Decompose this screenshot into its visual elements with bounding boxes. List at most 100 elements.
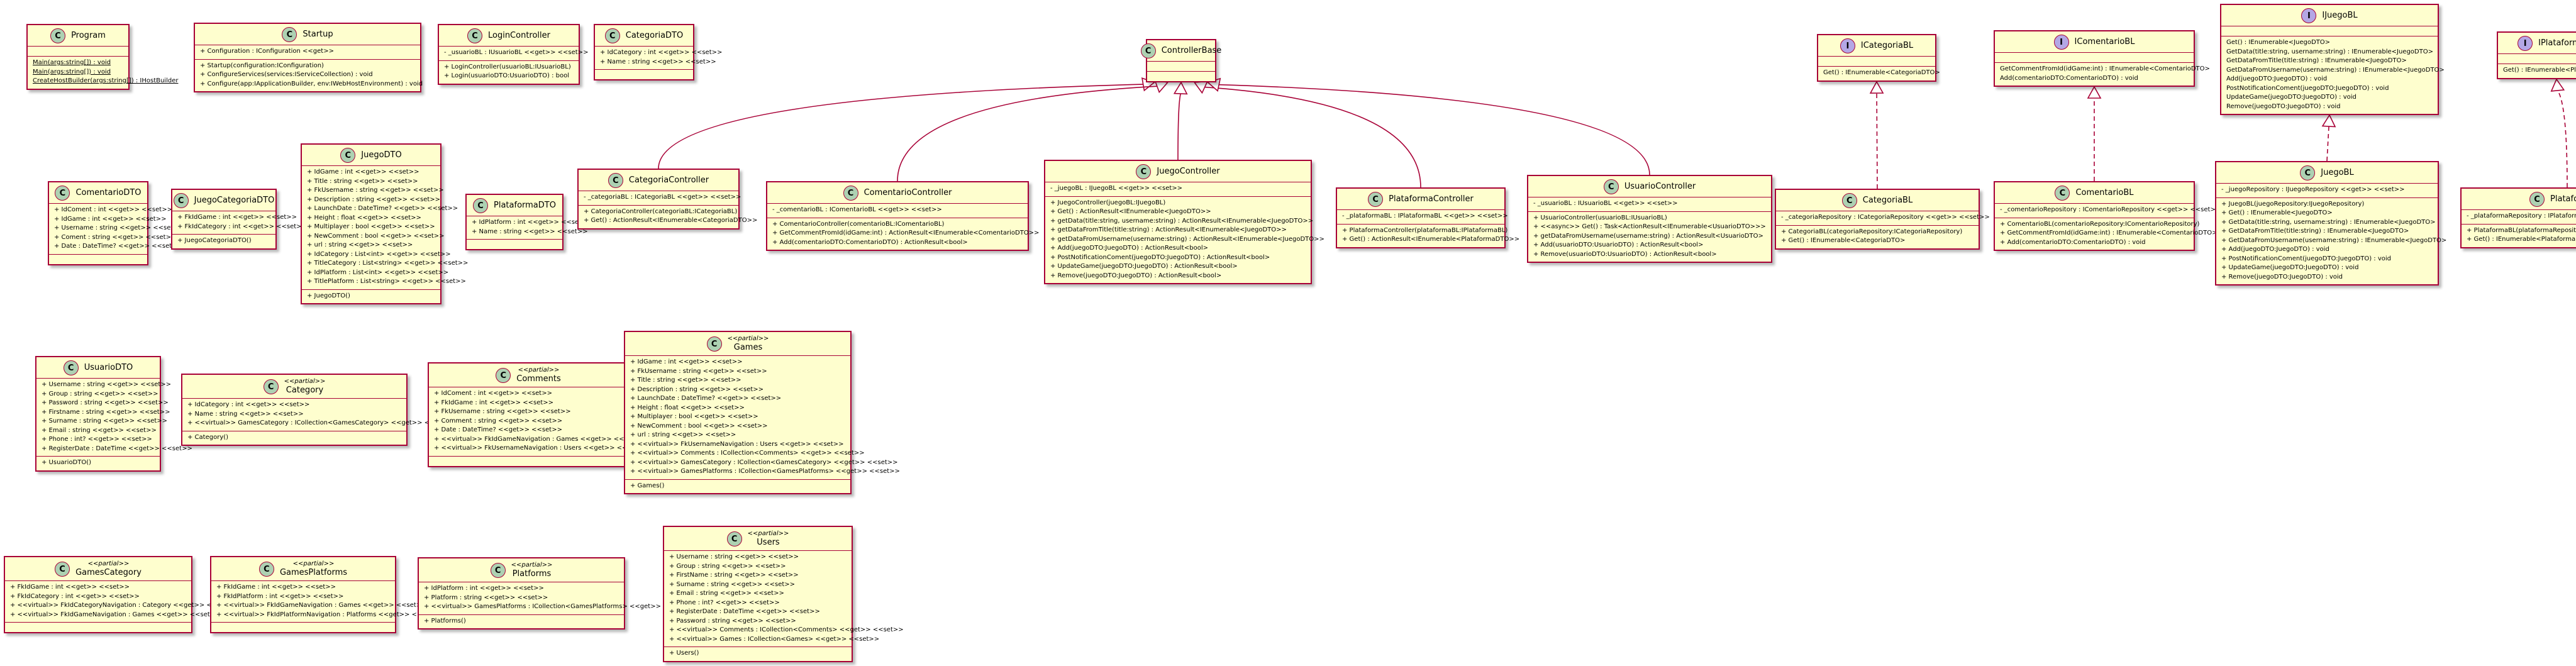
class-icon: C	[496, 368, 511, 383]
interface-ijuego-bl[interactable]: I IJuegoBL Get() : IEnumerable<JuegoDTO>Ge…	[2220, 4, 2445, 115]
field-row: + NewComment : bool <<get>> <<set>>	[307, 232, 445, 240]
method-row: + Login(usuarioDTO:UsuarioDTO) : bool	[444, 72, 570, 79]
field-row: - _juegoBL : IJuegoBL <<get>> <<set>>	[1050, 185, 1183, 192]
method-row: + Games()	[630, 482, 665, 489]
methods-section: + JuegoCategoriaDTO()	[172, 234, 275, 248]
method-row: + Startup(configuration:IConfiguration)	[200, 62, 324, 69]
class-icon: C	[340, 148, 356, 163]
method-row: + LoginController(usuarioBL:IUsuarioBL)	[444, 63, 571, 70]
field-row: + Height : float <<get>> <<set>>	[630, 404, 745, 411]
method-row: Get() : IEnumerable<PlataformaDTO>	[2503, 67, 2576, 74]
class-name: GamesPlatforms	[279, 568, 348, 577]
field-row: + <<virtual>> Comments : ICollection<Com…	[630, 450, 865, 457]
fields-section: + IdGame : int <<get>> <<set>>+ FkUserna…	[625, 355, 900, 479]
class-name: CategoriaDTO	[625, 31, 684, 40]
class-name: PlataformaBL	[2550, 194, 2576, 204]
methods-section: + ComentarioBL(comentarioRepository:ICom…	[1995, 217, 2217, 250]
class-name: ComentarioBL	[2075, 188, 2134, 197]
field-row: + IdGame : int <<get>> <<set>>	[307, 169, 419, 175]
method-row: PostNotificationComent(juegoDTO:JuegoDTO…	[2226, 84, 2389, 92]
fields-section: + IdCategory : int <<get>> <<set>>+ Name…	[595, 46, 722, 69]
fields-section: - _juegoRepository : IJuegoRepository <<…	[2216, 183, 2438, 197]
class-games-platforms[interactable]: C<<partial>>GamesPlatforms+ FkIdGame : i…	[210, 556, 442, 633]
field-row: + <<virtual>> GamesCategory : ICollectio…	[630, 458, 898, 466]
realization-line	[2557, 90, 2568, 188]
methods-section: Get() : IEnumerable<JuegoDTO>GetData(tit…	[2221, 36, 2445, 114]
interface-iplataforma-bl[interactable]: IIPlataformaBL Get() : IEnumerable<Plataf…	[2497, 31, 2576, 79]
field-row: + IdComent : int <<get>> <<set>>	[434, 390, 552, 397]
class-name: Category	[286, 386, 324, 395]
class-name: Comments	[516, 374, 561, 384]
field-row: + Title : string <<get>> <<set>>	[630, 377, 741, 384]
class-games[interactable]: C<<partial>>Games+ IdGame : int <<get>> …	[624, 331, 900, 494]
fields-section: - _categoriaRepository : ICategoriaRepos…	[1776, 211, 1990, 225]
fields-section: + IdGame : int <<get>> <<set>>+ Title : …	[302, 165, 468, 289]
field-row: + url : string <<get>> <<set>>	[630, 431, 736, 438]
field-row: + IdCategory : List<int> <<get>> <<set>>	[307, 250, 451, 258]
field-row: + <<virtual>> FkIdCategoryNavigation : C…	[10, 602, 238, 609]
class-users[interactable]: C<<partial>>Users+ Username : string <<g…	[663, 526, 904, 662]
field-row: + Surname : string <<get>> <<set>>	[669, 580, 796, 588]
class-stereotype: <<partial>>	[511, 562, 553, 569]
class-icon: C	[50, 28, 66, 43]
inheritance-arrowhead	[2321, 114, 2336, 128]
class-comments[interactable]: C<<partial>>Comments+ IdComent : int <<g…	[428, 362, 648, 467]
field-row: + Username : string <<get>> <<set>>	[54, 225, 184, 231]
inheritance-arrowhead	[2087, 86, 2102, 99]
class-header: C<<partial>>Platforms	[419, 558, 624, 582]
class-icon: C	[2055, 186, 2070, 201]
class-comentario-bl[interactable]: C ComentarioBL - _comentarioRepository : I…	[1994, 181, 2221, 251]
field-row: - _comentarioRepository : IComentarioRep…	[2000, 206, 2221, 213]
method-row: GetData(title:string, username:string) :…	[2226, 48, 2433, 55]
methods-section: + PlataformaBL(plataformaRepository:IPla…	[2462, 223, 2576, 247]
method-row: + getDataFromUsername(username:string) :…	[1533, 232, 1763, 240]
field-row: + LaunchDate : DateTime? <<get>> <<set>>	[630, 395, 782, 402]
interface-icon: I	[2301, 8, 2317, 23]
class-plataforma-bl[interactable]: CPlataformaBL- _plataformaRepository : I…	[2460, 187, 2576, 248]
method-row: Main(args:string[]) : void	[33, 68, 111, 75]
field-row: + IdGame : int <<get>> <<set>>	[630, 358, 743, 365]
method-row: + GetDataFromUsername(username:string) :…	[2221, 236, 2447, 244]
class-stereotype: <<partial>>	[747, 530, 789, 537]
class-name: IJuegoBL	[2322, 11, 2358, 20]
class-header: I IJuegoBL	[2221, 5, 2438, 26]
class-games-category[interactable]: C<<partial>>GamesCategory+ FkIdGame : in…	[4, 556, 238, 633]
class-name: UsuarioController	[1624, 182, 1696, 191]
field-row: - _usuarioBL : IUsuarioBL <<get>> <<set>…	[1533, 200, 1678, 207]
field-row: - _usuarioBL : IUsuarioBL <<get>> <<set>…	[444, 49, 589, 56]
class-header: IIPlataformaBL	[2498, 33, 2576, 53]
class-icon: C	[1136, 164, 1152, 179]
inheritance-line	[1177, 93, 1182, 160]
method-row: + Remove(juegoDTO:JuegoDTO) : void	[2221, 273, 2343, 280]
class-platforms[interactable]: C<<partial>>Platforms+ IdPlatform : int …	[418, 557, 694, 630]
methods-section: + Category()	[182, 430, 406, 445]
class-icon: C	[282, 27, 297, 42]
method-row: + Add(comentarioDTO:ComentarioDTO) : voi…	[2000, 238, 2146, 246]
class-category[interactable]: C<<partial>>Category+ IdCategory : int <…	[181, 374, 455, 446]
